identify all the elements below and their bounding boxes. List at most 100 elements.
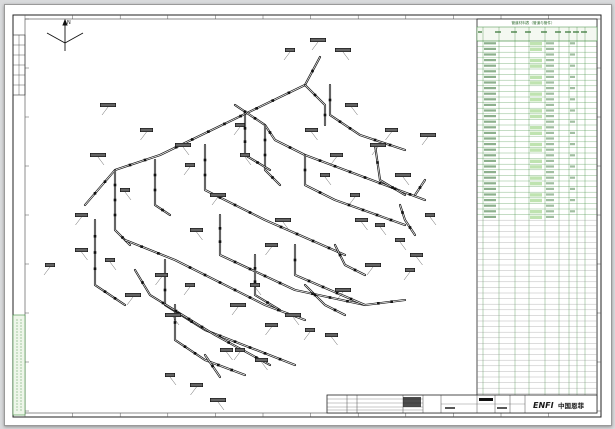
fitting-mark — [268, 131, 272, 134]
isometric-piping-drawing: N 管道材料表（管道与管件） ENFI 中国恩菲 — [12, 14, 602, 418]
fitting-mark — [389, 218, 393, 222]
label-text-strip — [105, 258, 115, 262]
fitting-mark — [401, 211, 404, 214]
label-leader — [342, 51, 350, 61]
cell-mark — [546, 126, 554, 129]
fitting-mark — [303, 168, 307, 172]
fitting-mark — [227, 341, 231, 344]
cell-mark — [546, 47, 554, 50]
zone-ticks — [24, 15, 601, 417]
cell-mark — [484, 115, 496, 118]
title-mark — [479, 398, 493, 401]
cell-mark — [484, 64, 496, 67]
cell-mark — [484, 204, 496, 207]
label-text-strip — [325, 333, 338, 337]
fitting-mark — [200, 325, 204, 329]
fitting-mark — [391, 186, 394, 189]
fitting-mark — [143, 158, 147, 162]
cell-highlight — [530, 176, 542, 180]
label-text-strip — [185, 283, 195, 287]
fitting-mark — [203, 158, 207, 162]
fitting-mark — [375, 213, 379, 217]
fitting-mark — [93, 192, 97, 195]
label-box — [320, 173, 330, 177]
fitting-mark — [93, 251, 97, 254]
fitting-mark — [223, 122, 226, 126]
label-text-strip — [235, 123, 245, 127]
cell-mark — [546, 53, 554, 56]
label-box — [125, 293, 141, 297]
cell-highlight — [530, 42, 542, 46]
fitting-mark — [278, 357, 282, 361]
cell-mark — [570, 109, 575, 112]
label-leader — [371, 146, 379, 156]
fitting-mark — [141, 281, 144, 284]
label-box — [165, 313, 181, 317]
label-leader — [126, 296, 134, 306]
label-leader — [109, 261, 117, 271]
pipe-run-inner — [329, 84, 406, 151]
pipe-run — [113, 168, 132, 247]
fitting-mark — [153, 188, 157, 192]
cell-highlight — [530, 114, 542, 119]
cell-mark — [570, 87, 575, 90]
fitting-mark — [174, 145, 178, 149]
label-text-strip — [285, 48, 295, 52]
fitting-mark — [190, 138, 194, 141]
cell-highlight — [530, 131, 542, 135]
label-box — [395, 238, 405, 242]
cell-mark — [546, 98, 554, 101]
cell-mark — [546, 131, 554, 134]
fitting-mark — [263, 138, 267, 142]
material-table-title: 管道材料表（管道与管件） — [511, 20, 554, 25]
label-box — [325, 333, 338, 337]
pipe-run-inner — [84, 56, 321, 206]
label-text-strip — [165, 313, 181, 317]
title-mark — [445, 407, 455, 409]
fitting-mark — [333, 164, 337, 168]
fitting-mark — [348, 127, 352, 130]
label-leader — [233, 351, 241, 361]
fitting-mark — [313, 93, 317, 97]
header-mark — [555, 31, 561, 33]
cell-mark — [546, 187, 554, 190]
label-text-strip — [45, 263, 55, 267]
label-text-strip — [310, 38, 326, 42]
cell-mark — [484, 159, 496, 162]
header-mark — [541, 31, 547, 33]
cell-mark — [484, 165, 496, 168]
label-box — [210, 398, 226, 402]
cell-highlight — [530, 75, 542, 79]
fitting-mark — [311, 239, 315, 243]
fitting-mark — [233, 260, 237, 264]
fitting-mark — [140, 245, 143, 248]
label-text-strip — [410, 253, 423, 257]
label-box — [310, 38, 326, 42]
cell-mark — [546, 70, 554, 73]
fitting-mark — [161, 301, 165, 305]
fitting-mark — [193, 352, 197, 355]
drawing-sheet: N 管道材料表（管道与管件） ENFI 中国恩菲 — [4, 4, 612, 426]
label-leader — [336, 291, 344, 301]
fitting-mark — [266, 301, 269, 304]
label-leader — [190, 386, 197, 396]
label-leader — [385, 131, 392, 141]
fitting-mark — [218, 240, 222, 243]
label-box — [265, 243, 278, 247]
cell-highlight — [530, 126, 542, 130]
label-text-strip — [75, 213, 88, 217]
cell-highlight — [530, 98, 542, 102]
label-box — [235, 123, 245, 127]
fitting-mark — [263, 153, 267, 157]
cell-mark — [484, 148, 496, 151]
label-text-strip — [420, 133, 436, 137]
cell-highlight — [530, 159, 542, 163]
label-leader — [101, 106, 109, 116]
fitting-mark — [373, 138, 377, 142]
label-leader — [282, 221, 290, 231]
fitting-mark — [307, 279, 311, 283]
fitting-mark — [318, 191, 322, 194]
label-leader — [217, 401, 225, 411]
label-box — [410, 253, 423, 257]
label-text-strip — [210, 193, 226, 197]
